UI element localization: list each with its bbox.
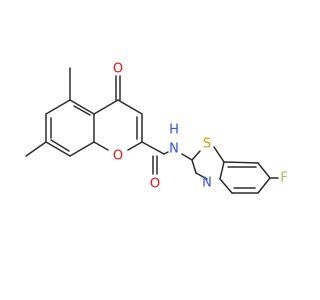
amide-hydrogen-label: H — [169, 123, 179, 138]
thiazole-sulfur-label: S — [203, 137, 211, 152]
benzothiazole-ring — [181, 146, 279, 194]
methyl-7-bond — [25, 141, 47, 157]
structural-formula: O O O N H S N F — [25, 62, 288, 194]
ketone-carbonyl-bond — [115, 75, 121, 101]
carbonyl-oxygen-label: O — [113, 62, 123, 77]
chromone-benzene-ring — [45, 99, 95, 157]
amide-nitrogen-label: N — [169, 142, 179, 157]
thiazole-nitrogen-label: N — [202, 176, 212, 191]
amide-oxygen-label: O — [150, 177, 160, 192]
ring-oxygen-label: O — [113, 149, 123, 164]
pyranone-ring — [93, 99, 143, 151]
amide-group — [141, 141, 169, 175]
fluorine-label: F — [280, 171, 287, 186]
